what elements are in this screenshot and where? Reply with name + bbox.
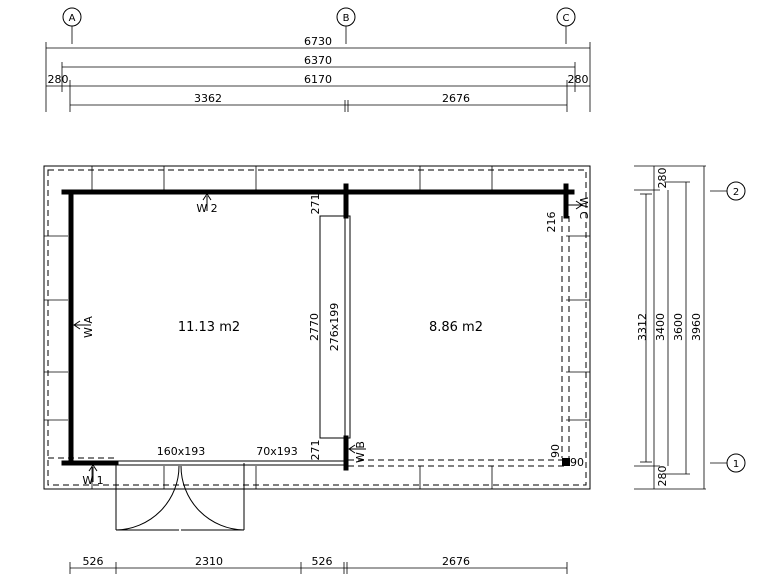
wall-b-text: W B [354, 441, 367, 463]
grid-bubble-b: B [336, 7, 356, 44]
dim-bottom-4: 2676 [442, 555, 470, 568]
wall-label-c: W C [568, 197, 590, 219]
roof-outline [43, 165, 591, 490]
wall-a-text: W A [82, 316, 95, 338]
wall-label-a: W A [73, 316, 95, 338]
dim-left-overhang: 280 [48, 73, 69, 86]
dim-bottom-1: 526 [83, 555, 104, 568]
dim-right-top-overhang: 280 [656, 168, 669, 189]
dim-room-left: 3362 [194, 92, 222, 105]
post-bottom-label: 271 [309, 440, 322, 461]
dim-overall: 6730 [304, 35, 332, 48]
door-size-label: 160x193 [157, 445, 206, 458]
post-top-label: 271 [309, 194, 322, 215]
wall-c-text: W C [577, 197, 590, 219]
wall-label-b: W B [348, 441, 367, 463]
top-dimensions: 6730 6370 280 6170 280 3362 2676 [45, 35, 591, 112]
bottom-dimensions: 526 2310 526 2676 [69, 555, 568, 574]
grid-bubble-c: C [556, 7, 576, 44]
room-right-area: 8.86 m2 [429, 320, 483, 335]
grid-bubble-2: 2 [710, 181, 746, 201]
corner-h-label: 90 [570, 456, 584, 469]
wall-1-text: W 1 [82, 474, 103, 487]
wall-2-text: W 2 [196, 202, 217, 215]
corner-v-label: 90 [549, 444, 562, 458]
dim-3600: 3600 [672, 313, 685, 341]
grid-label-2: 2 [733, 187, 739, 198]
grid-bubble-a: A [62, 7, 82, 44]
dim-3400: 3400 [654, 313, 667, 341]
grid-label-a: A [69, 13, 76, 24]
dim-3960: 3960 [690, 313, 703, 341]
grid-bubble-1: 1 [710, 453, 746, 473]
walls [48, 183, 575, 471]
window-size-label: 70x193 [256, 445, 298, 458]
opening-size-label: 276x199 [328, 303, 341, 352]
opening-height-label: 2770 [308, 313, 321, 341]
wall-label-2: W 2 [196, 193, 218, 215]
dim-3312: 3312 [636, 313, 649, 341]
dim-bottom-2: 2310 [195, 555, 223, 568]
grid-label-c: C [563, 13, 570, 24]
grid-label-b: B [343, 13, 350, 24]
dim-right-bottom-overhang: 280 [656, 466, 669, 487]
grid-label-1: 1 [733, 459, 739, 470]
dim-right-overhang: 280 [568, 73, 589, 86]
dim-bottom-3: 526 [312, 555, 333, 568]
room-left-area: 11.13 m2 [178, 320, 240, 335]
post-right-label: 216 [545, 212, 558, 233]
wall-label-1: W 1 [82, 464, 104, 487]
dim-center: 6170 [304, 73, 332, 86]
right-dimensions: 280 3312 3400 3600 3960 280 [634, 165, 706, 490]
dim-inner: 6370 [304, 54, 332, 67]
double-door [115, 463, 245, 531]
dim-room-right: 2676 [442, 92, 470, 105]
